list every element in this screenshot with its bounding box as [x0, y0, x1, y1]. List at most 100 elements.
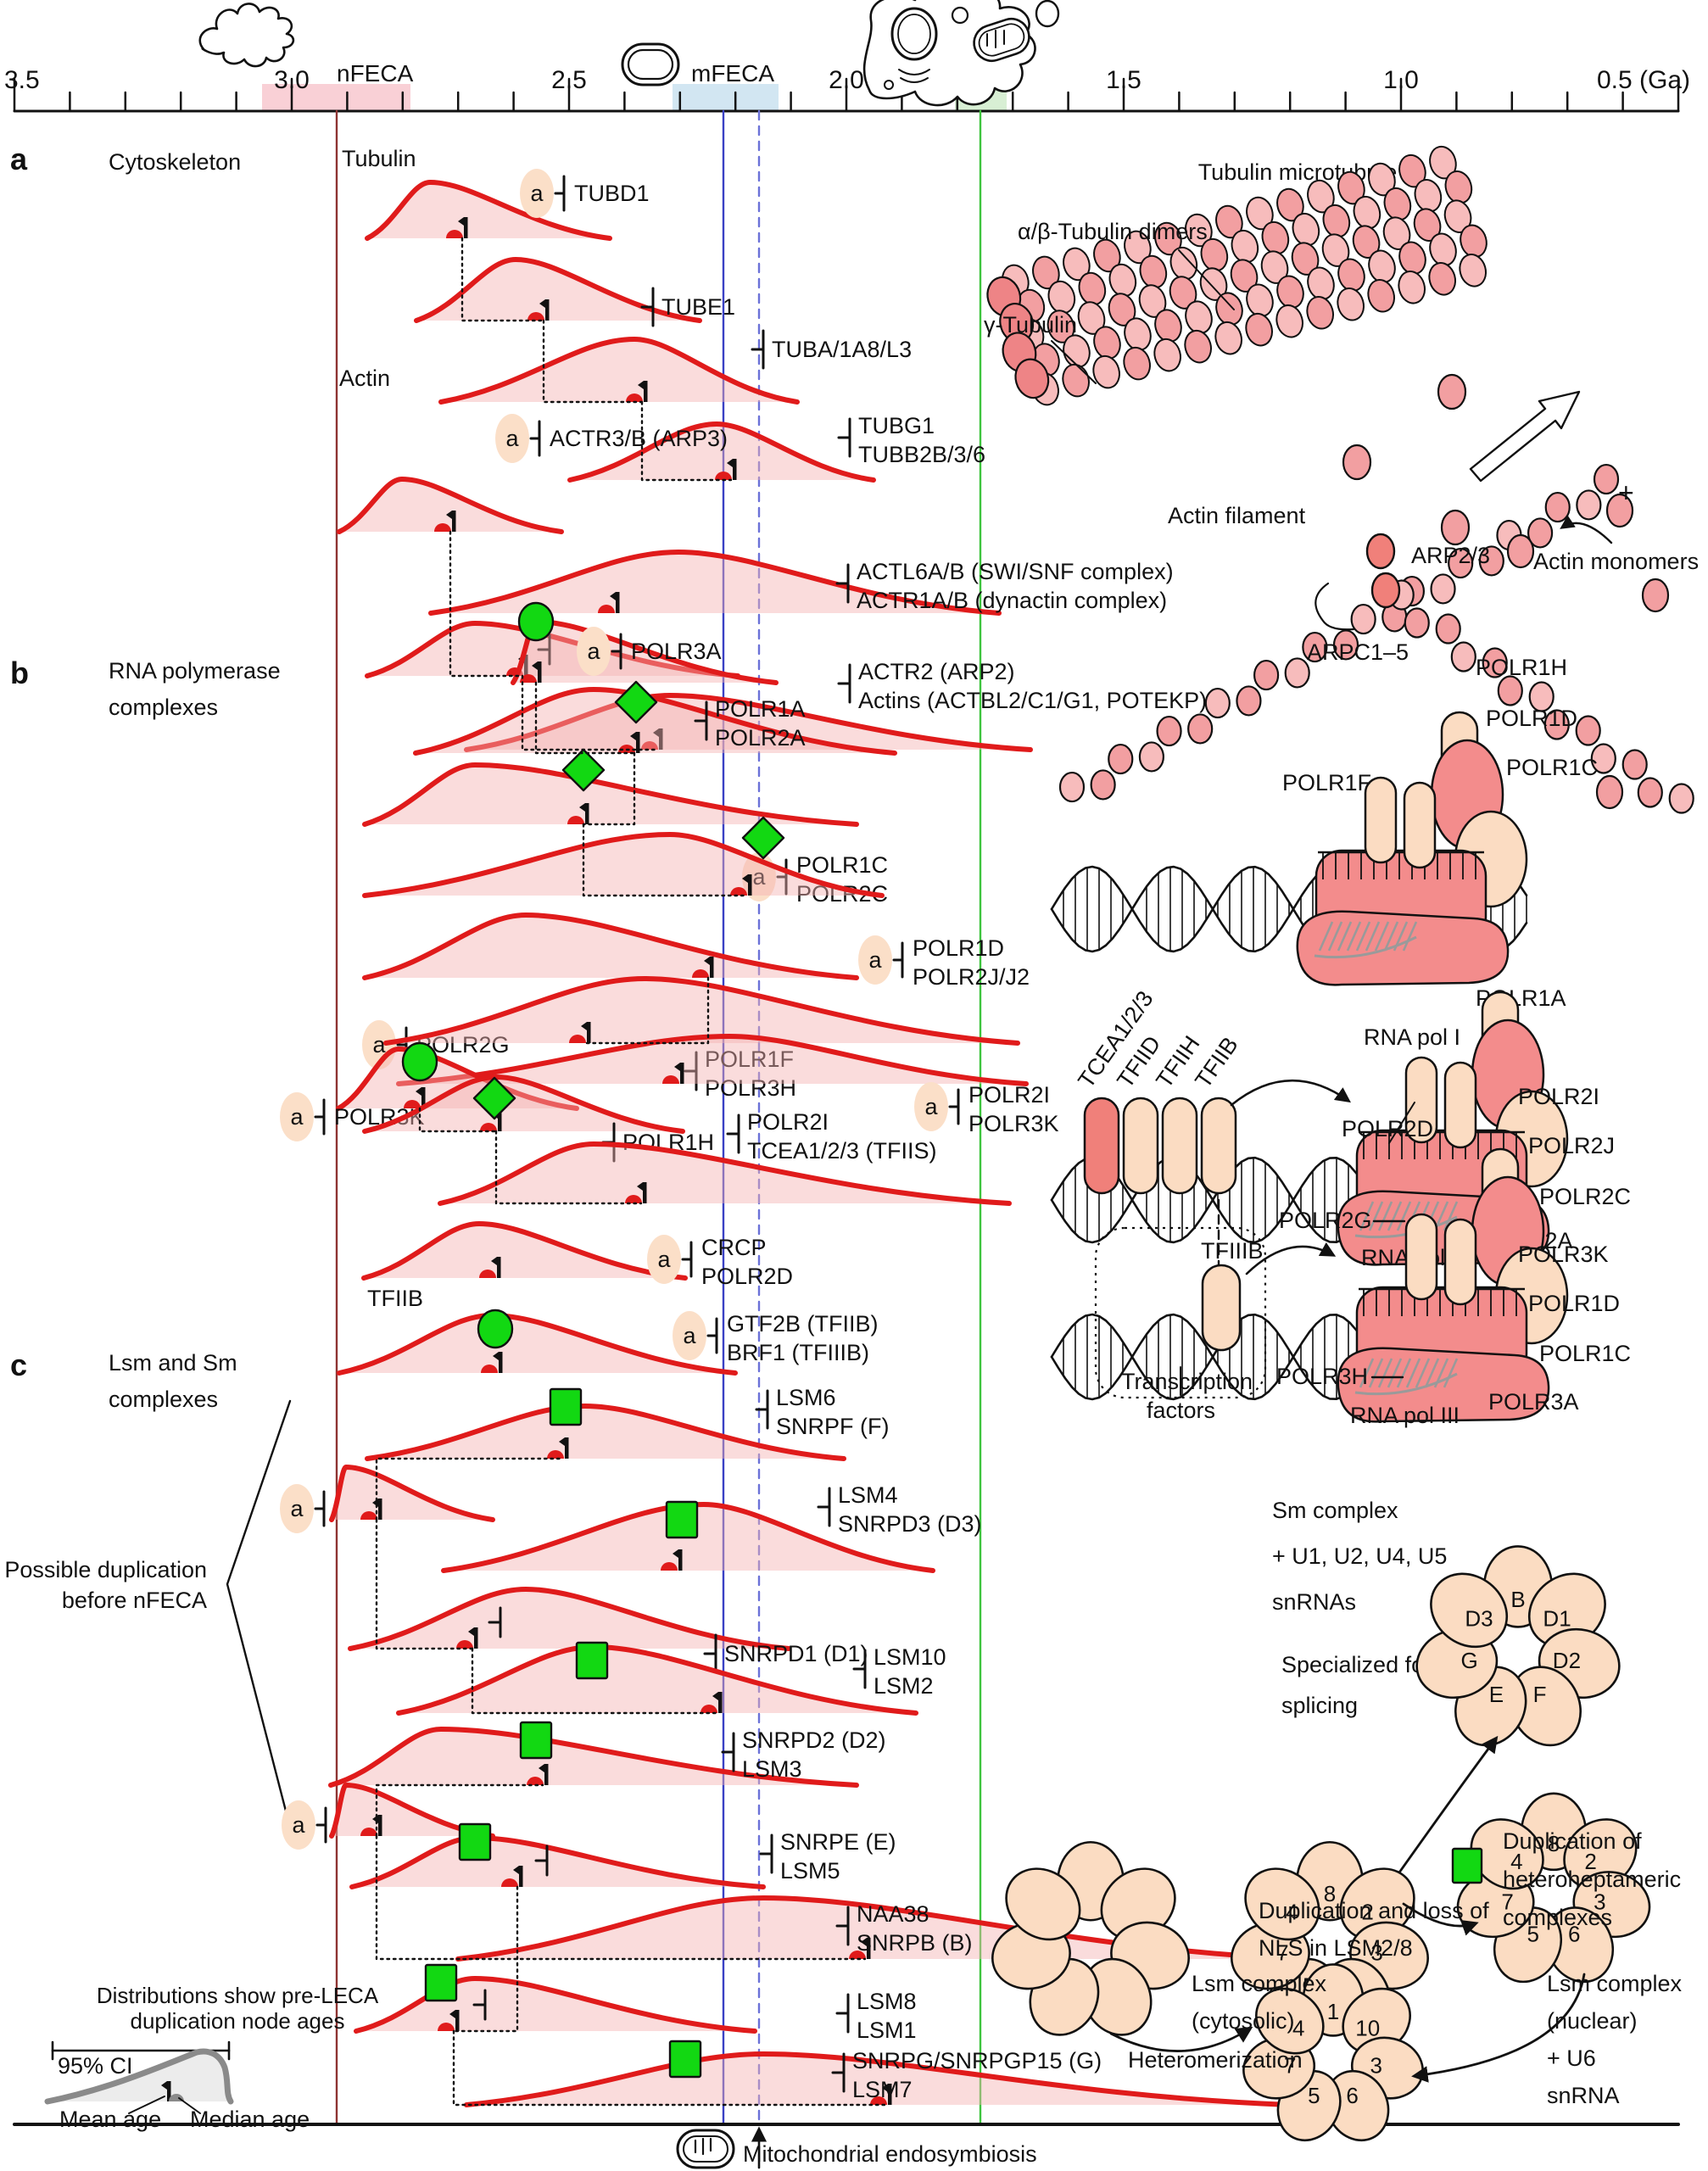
mean-age-marker — [497, 1257, 501, 1278]
duplication-circle-marker — [517, 601, 555, 642]
duplication-connector — [375, 1783, 544, 1838]
mean-age-marker — [378, 1498, 382, 1520]
ring-subunit-label: D3 — [1465, 1605, 1493, 1631]
row-label: Actins (ACTBL2/C1/G1, POTEKP) — [858, 688, 1207, 713]
rna-transcript — [1396, 1201, 1412, 1231]
rna-transcript — [1405, 1358, 1421, 1388]
plus-end-label: + — [1618, 477, 1634, 508]
duplication-circle-marker — [401, 1041, 438, 1082]
ancestral-chip-letter: a — [868, 947, 882, 973]
actin-subunit — [1590, 743, 1616, 774]
median-age-marker — [641, 741, 658, 750]
specialized-text: splicing — [1281, 1693, 1358, 1718]
mean-age-flag — [468, 1627, 474, 1636]
pol-subunit-label: POLR3H — [1276, 1364, 1368, 1389]
age-distribution-curve — [438, 1141, 1012, 1206]
median-age-marker — [481, 1365, 498, 1373]
pol-subunit-label: POLR2D — [1342, 1116, 1433, 1141]
arp23-subunit — [1370, 572, 1401, 609]
ancestral-chip-letter: a — [292, 1812, 305, 1838]
mean-age-flag — [493, 1352, 499, 1360]
cristae-icon — [694, 2137, 712, 2156]
tubulin-dimer — [1214, 321, 1242, 355]
median-age-marker — [849, 1951, 866, 1959]
heteromerization-arrow — [1109, 2026, 1253, 2052]
mean-age-flag — [638, 381, 644, 389]
actin-subunit — [1138, 741, 1165, 773]
age-distribution-fill — [570, 424, 874, 480]
subheading: Actin — [339, 366, 390, 391]
row-label: POLR1D — [913, 935, 1004, 961]
mean-age-marker — [474, 1627, 478, 1649]
note-text: before nFECA — [62, 1588, 207, 1613]
mean-age-flag — [653, 728, 659, 737]
mean-age-flag — [637, 1182, 643, 1191]
row-label: ACTR3/B (ARP3) — [550, 426, 728, 451]
mean-age-marker — [710, 957, 714, 978]
actin-subunit — [1350, 603, 1376, 635]
prokaryote-icon-inner — [627, 48, 674, 81]
age-distribution-fill — [339, 1315, 735, 1373]
ring-subunit-label: 7 — [1284, 2053, 1296, 2079]
subunit-pill — [1404, 1056, 1438, 1144]
tubulin-dimer-label: α/β-Tubulin dimers — [1018, 219, 1208, 244]
ring-subunit-label: 6 — [1346, 2083, 1358, 2108]
ring-subunit-label: 10 — [1355, 2016, 1380, 2041]
row-label: SNRPE (E) — [780, 1829, 896, 1855]
actin-subunit — [1448, 547, 1474, 579]
rna-transcript — [1318, 921, 1334, 952]
duplication-connector — [375, 1834, 867, 1961]
row-label: CRCP — [701, 1235, 767, 1260]
pol-subunit-label: POLR1C — [1539, 1341, 1631, 1366]
ring-subunit-label: 7 — [1501, 1889, 1513, 1914]
age-distribution-fill — [365, 915, 857, 978]
duplication-diamond-marker — [741, 816, 785, 860]
age-distribution-fill — [331, 1729, 857, 1785]
row-label: POLR3K — [968, 1111, 1059, 1136]
median-age-marker — [715, 472, 732, 480]
median-age-marker — [598, 605, 615, 613]
median-age-marker — [870, 2096, 887, 2105]
heteroheptamer-duplication-marker — [549, 1387, 583, 1426]
age-distribution-curve — [365, 180, 612, 241]
transcription-factors-label: Transcription — [1121, 1369, 1253, 1394]
pol-subunit-label: POLR3A — [1488, 1389, 1579, 1415]
row-label: POLR2D — [701, 1264, 793, 1289]
tubulin-dimer — [1428, 262, 1457, 296]
mean-age-marker — [565, 1437, 569, 1459]
row-label: POLR2J/J2 — [913, 964, 1030, 990]
row-label: SNRPD3 (D3) — [838, 1511, 982, 1537]
tubulin-dimer — [1459, 254, 1488, 287]
ancestral-chip-letter: a — [752, 864, 766, 890]
pol-subunit-label: POLR2C — [1539, 1184, 1631, 1209]
age-distribution-fill — [350, 1589, 789, 1649]
duplication-connector — [418, 1107, 498, 1133]
polymerization-arrow — [1560, 515, 1613, 544]
arpc-bracket — [1314, 582, 1355, 631]
age-distribution-fill — [416, 260, 700, 321]
tubulin-dimer — [1092, 354, 1120, 389]
pol-subunit-label: POLR3K — [1518, 1242, 1609, 1267]
row-label: POLR2A — [715, 725, 806, 751]
actin-subunit — [1404, 607, 1430, 639]
row-label: POLR1C — [796, 852, 888, 878]
duplication-connector — [452, 2029, 888, 2107]
lsm-nuclear-ring — [1456, 1792, 1651, 1984]
mean-age-marker — [455, 2010, 460, 2031]
rna-transcript — [1396, 1358, 1412, 1388]
note-bracket — [226, 1399, 297, 1849]
gamma-tubulin-cap — [1014, 358, 1050, 399]
sm-complex-text: + U1, U2, U4, U5 — [1272, 1543, 1447, 1569]
actin-subunit — [1593, 463, 1620, 495]
row-label: GTF2B (TFIIB) — [727, 1311, 879, 1337]
subheading: Tubulin — [342, 146, 416, 171]
heteroheptamer-duplication-marker — [458, 1822, 492, 1861]
pol-subunit-label: POLR1H — [1476, 655, 1567, 680]
median-age-marker — [661, 1562, 678, 1571]
ring-subunit-label: D1 — [1543, 1605, 1571, 1631]
row-label: TUBD1 — [574, 181, 650, 206]
growth-arrow — [1469, 390, 1581, 483]
ring-subunit-label: 4 — [1510, 1849, 1522, 1874]
subunit-pill — [1403, 781, 1437, 869]
row-label: SNRPD2 (D2) — [742, 1727, 886, 1753]
